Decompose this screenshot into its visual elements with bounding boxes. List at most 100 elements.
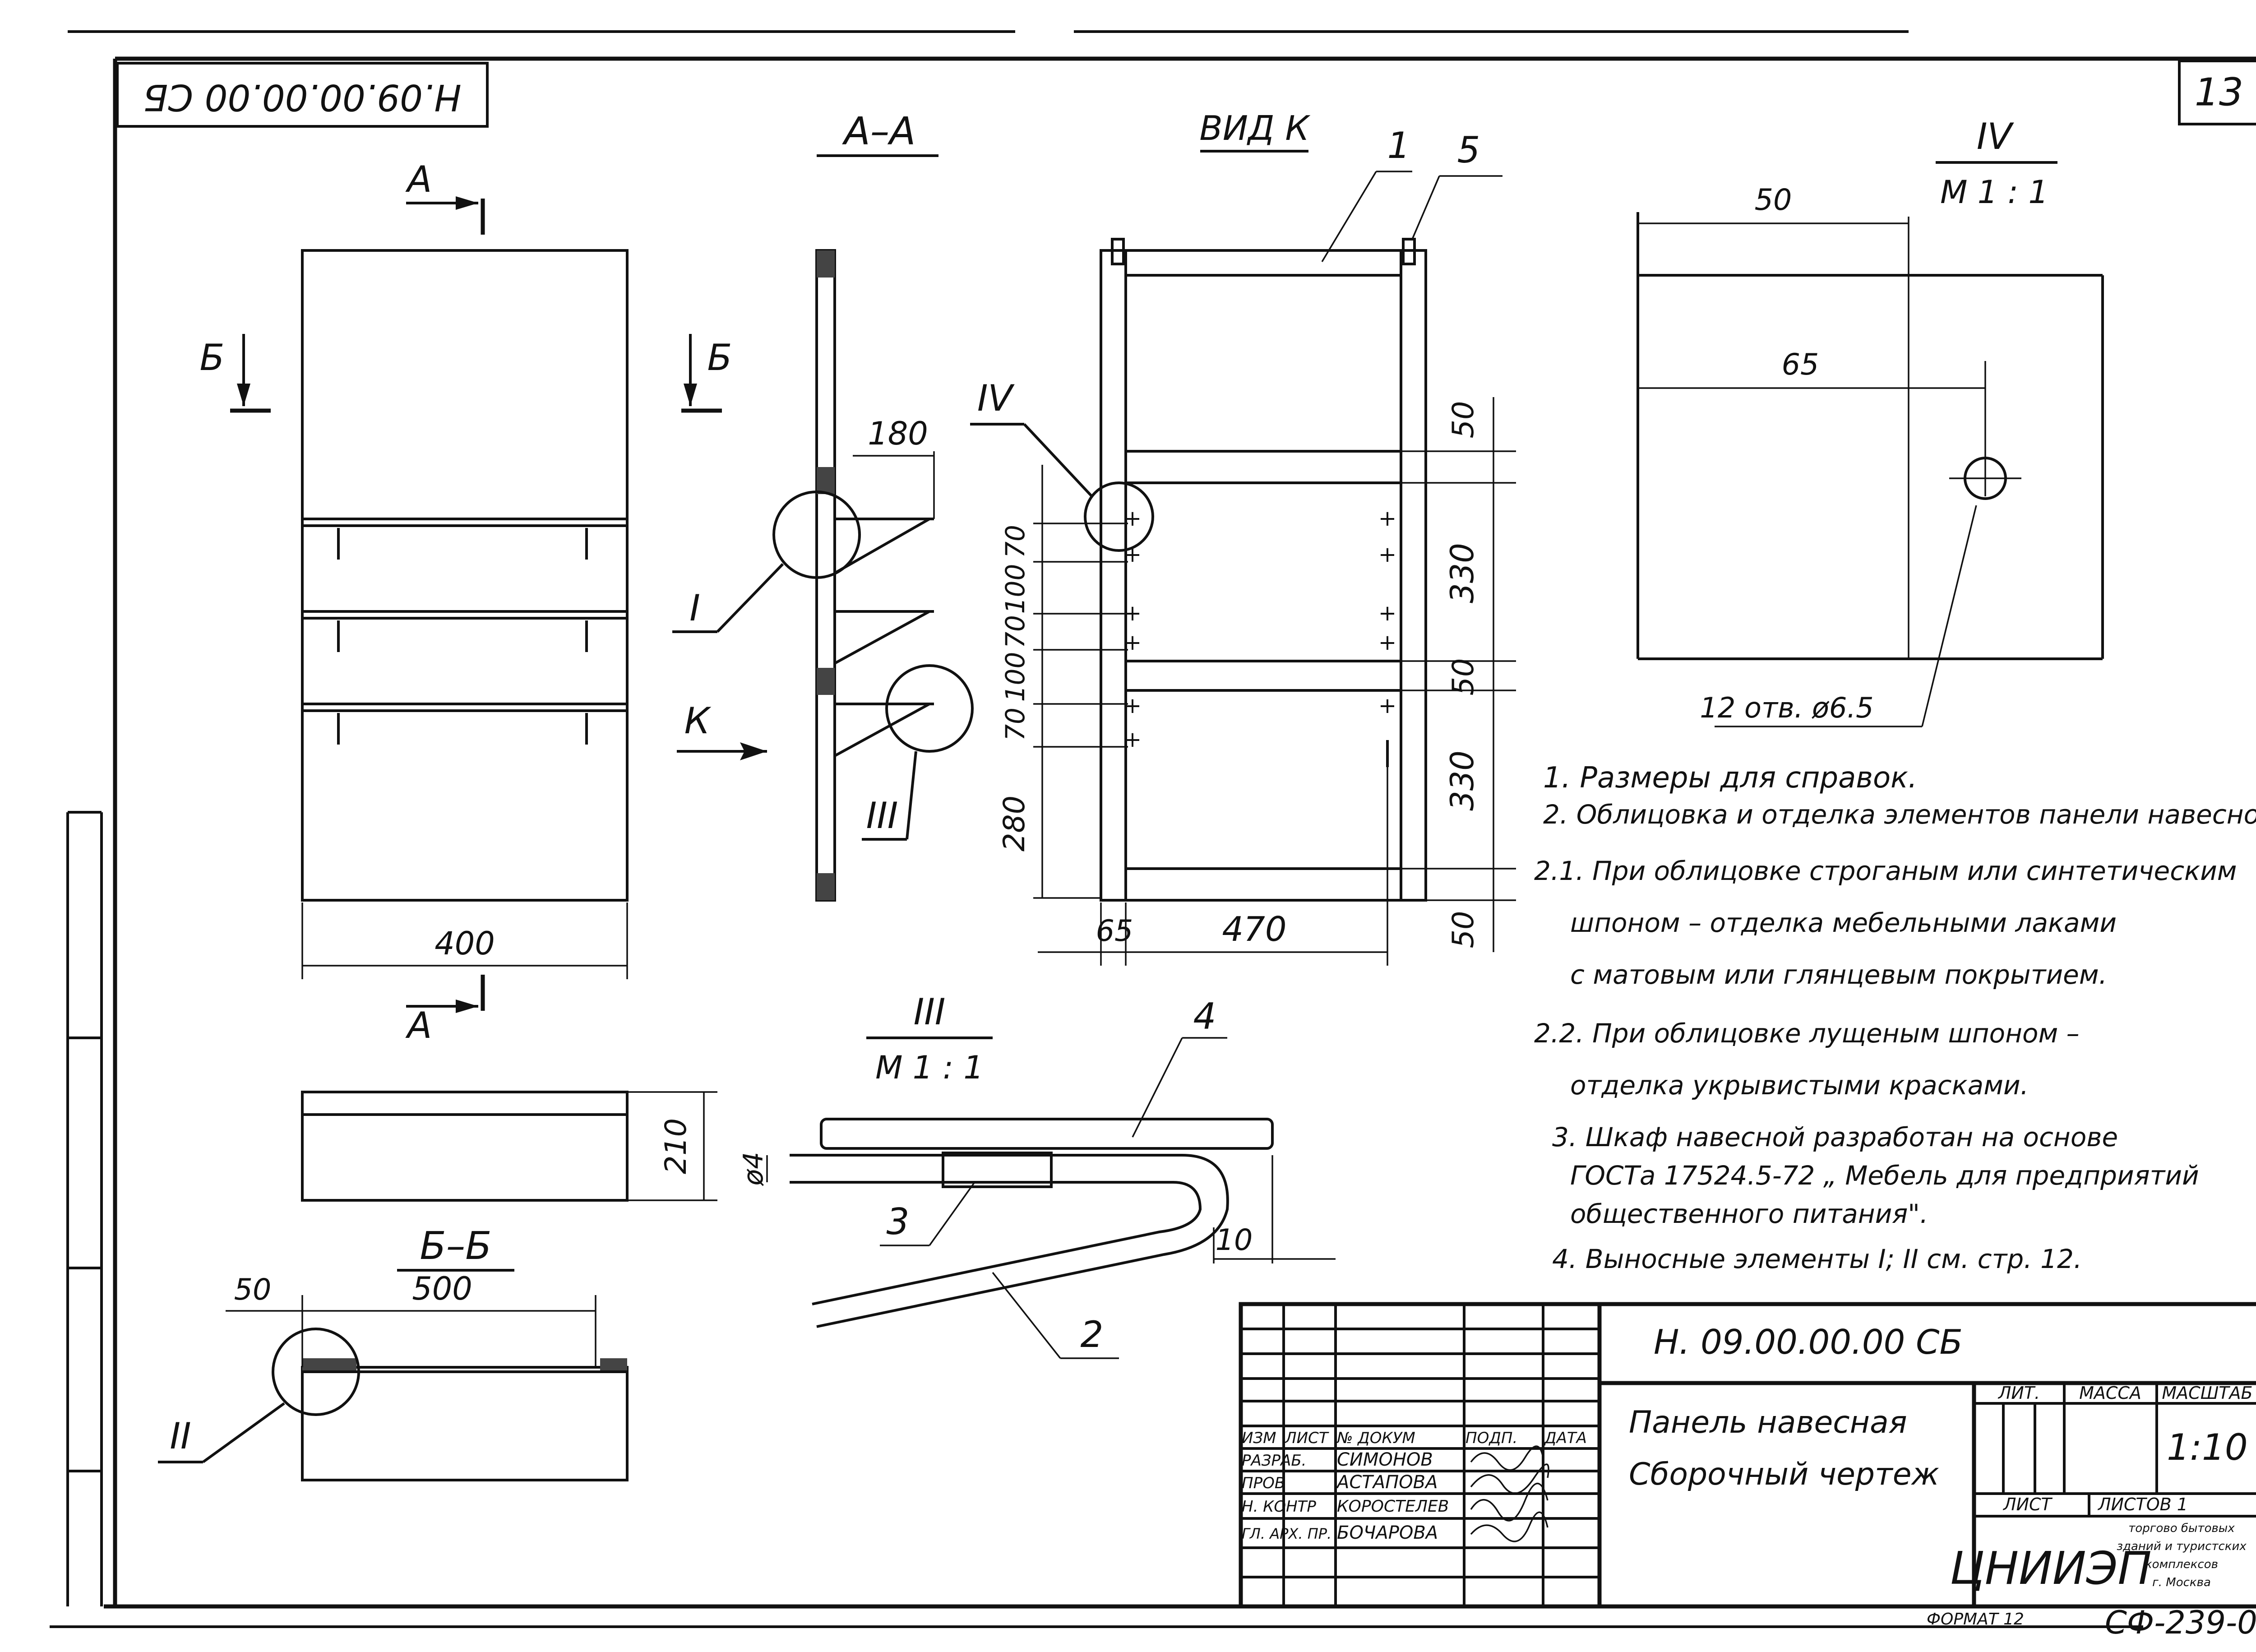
tb-header: ЛИСТ [1284,1429,1329,1447]
callout-i-label: I [689,587,700,629]
dim-50-label: 50 [1447,658,1480,696]
tb-name: СИМОНОВ [1337,1449,1433,1470]
sheet-code: СФ-239-0 [2105,1604,2256,1641]
detail-iii-scale: М 1 : 1 [875,1049,984,1086]
dim-50-label: 50 [234,1273,272,1307]
corner-doc-code: Н.09.00.00.00 СБ [143,76,461,118]
holes-note: 12 отв. ø6.5 [1700,691,1873,724]
signature [1470,1445,1544,1471]
hole-mark: + [1123,727,1142,752]
tb-header: ДАТА [1544,1429,1587,1447]
dim-50-label: 50 [1447,911,1480,949]
note-line: 1. Размеры для справок. [1543,761,1917,795]
detail-iv: IV М 1 : 1 50 65 12 отв. ø6.5 [1637,116,2104,727]
hole-mark: + [1123,542,1142,567]
signature [1470,1463,1549,1494]
section-marker-a-top: А [405,158,485,235]
callout-ii-label: II [170,1415,191,1457]
org-logo-text: ЦНИИЭП [1950,1542,2151,1595]
view-k: ВИД К + + + + + + + + + + + 1 5 IV [970,108,1516,966]
corner-stamp: Н.09.00.00.00 СБ [116,62,489,128]
title-subtitle: Сборочный чертеж [1629,1457,1939,1492]
dim-210-label: 210 [659,1118,693,1174]
front-view [301,249,629,902]
part-1-label: 1 [1387,125,1410,167]
dim-400: 400 [301,902,628,979]
note-line: с матовым или глянцевым покрытием. [1570,959,2107,990]
section-b-b: Б–Б 50 500 II [158,1224,629,1481]
tb-header: № ДОКУМ [1336,1429,1415,1447]
section-letter-b: Б [200,337,225,379]
hole-mark: + [1123,630,1142,655]
tb-lit: ЛИТ. [1997,1383,2040,1403]
part-3-label: 3 [887,1201,910,1243]
part-4-label: 4 [1193,995,1216,1037]
tb-scale: 1:10 [2167,1426,2248,1468]
dim-10-label: 10 [1216,1223,1253,1257]
sheet-frame [50,56,2256,1628]
dim-400-label: 400 [435,925,495,962]
tb-name: КОРОСТЕЛЕВ [1337,1497,1449,1516]
signature [1470,1482,1549,1522]
dim-4-label: ø4 [738,1152,769,1186]
dim-180-label: 180 [868,415,928,452]
hole-mark: + [1123,693,1142,718]
view-k-arrow-label: К [684,700,712,742]
dim-65-label: 65 [1096,914,1133,948]
org-desc: г. Москва [2152,1576,2211,1589]
hole-mark: + [1378,601,1396,626]
dim-50-label: 50 [1447,401,1480,439]
tb-name: БОЧАРОВА [1337,1522,1438,1543]
dim-500-label: 500 [412,1270,472,1307]
dim-470-label: 470 [1222,909,1286,949]
org-desc: комплексов [2145,1558,2218,1571]
detail-iv-scale: М 1 : 1 [1940,174,2048,211]
section-marker-b-left: Б [200,334,271,413]
section-letter-b: Б [707,337,732,379]
detail-iii-title: III [914,991,946,1033]
note-line: 3. Шкаф навесной разработан на основе [1552,1122,2118,1152]
note-line: 2.2. При облицовке лущеным шпоном – [1534,1018,2080,1049]
dim-100-label: 100 [1000,564,1031,614]
dim-100-label: 100 [1000,652,1031,702]
callout-iv-label: IV [977,377,1015,419]
section-marker-a-bottom: А [405,975,485,1046]
section-marker-b-right: Б [681,334,732,413]
section-aa-title: А–А [842,109,916,154]
tb-name: АСТАПОВА [1336,1472,1438,1493]
note-line: ГОСТа 17524.5-72 „ Мебель для предприяти… [1570,1160,2199,1191]
note-line: шпоном – отделка мебельными лаками [1570,907,2117,938]
note-line: общественного питания". [1570,1199,1928,1229]
tb-role: ПРОВ [1242,1474,1285,1492]
org-desc: зданий и туристских [2117,1540,2247,1553]
hole-mark: + [1378,542,1396,567]
section-letter-a: А [405,158,432,200]
iv-dim-50-label: 50 [1755,183,1792,217]
note-line: 4. Выносные элементы I; II см. стр. 12. [1552,1244,2082,1274]
tb-role: РАЗРАБ. [1242,1452,1306,1470]
dim-70-label: 70 [1000,525,1031,558]
tb-sheet: ЛИСТ [2002,1495,2053,1514]
tb-sheets: ЛИСТОВ 1 [2097,1495,2188,1514]
title-name: Панель навесная [1629,1405,1907,1440]
notes: 1. Размеры для справок. 2. Облицовка и о… [1534,761,2256,1274]
dim-330-label: 330 [1444,750,1481,811]
title-doc-code: Н. 09.00.00.00 СБ [1654,1322,1963,1362]
part-2-label: 2 [1081,1314,1104,1356]
tb-masshtab: МАСШТАБ [2162,1383,2252,1403]
tb-role: ГЛ. АРХ. ПР. [1242,1525,1331,1542]
top-view: 210 [301,1091,717,1202]
dim-280-label: 280 [998,796,1031,851]
section-bb-title: Б–Б [420,1224,491,1268]
page-number: 13 [2195,70,2243,115]
hole-mark: + [1378,630,1396,655]
view-k-title: ВИД К [1199,108,1310,148]
note-line: 2.1. При облицовке строганым или синтети… [1534,856,2237,886]
iv-dim-65-label: 65 [1782,348,1819,382]
title-block: Н. 09.00.00.00 СБ Панель навесная Сбороч… [1239,1302,2256,1609]
callout-iii-label: III [866,795,898,837]
dim-70-label: 70 [1000,708,1031,741]
tb-header: ИЗМ [1242,1429,1276,1447]
hole-mark: + [1378,693,1396,718]
